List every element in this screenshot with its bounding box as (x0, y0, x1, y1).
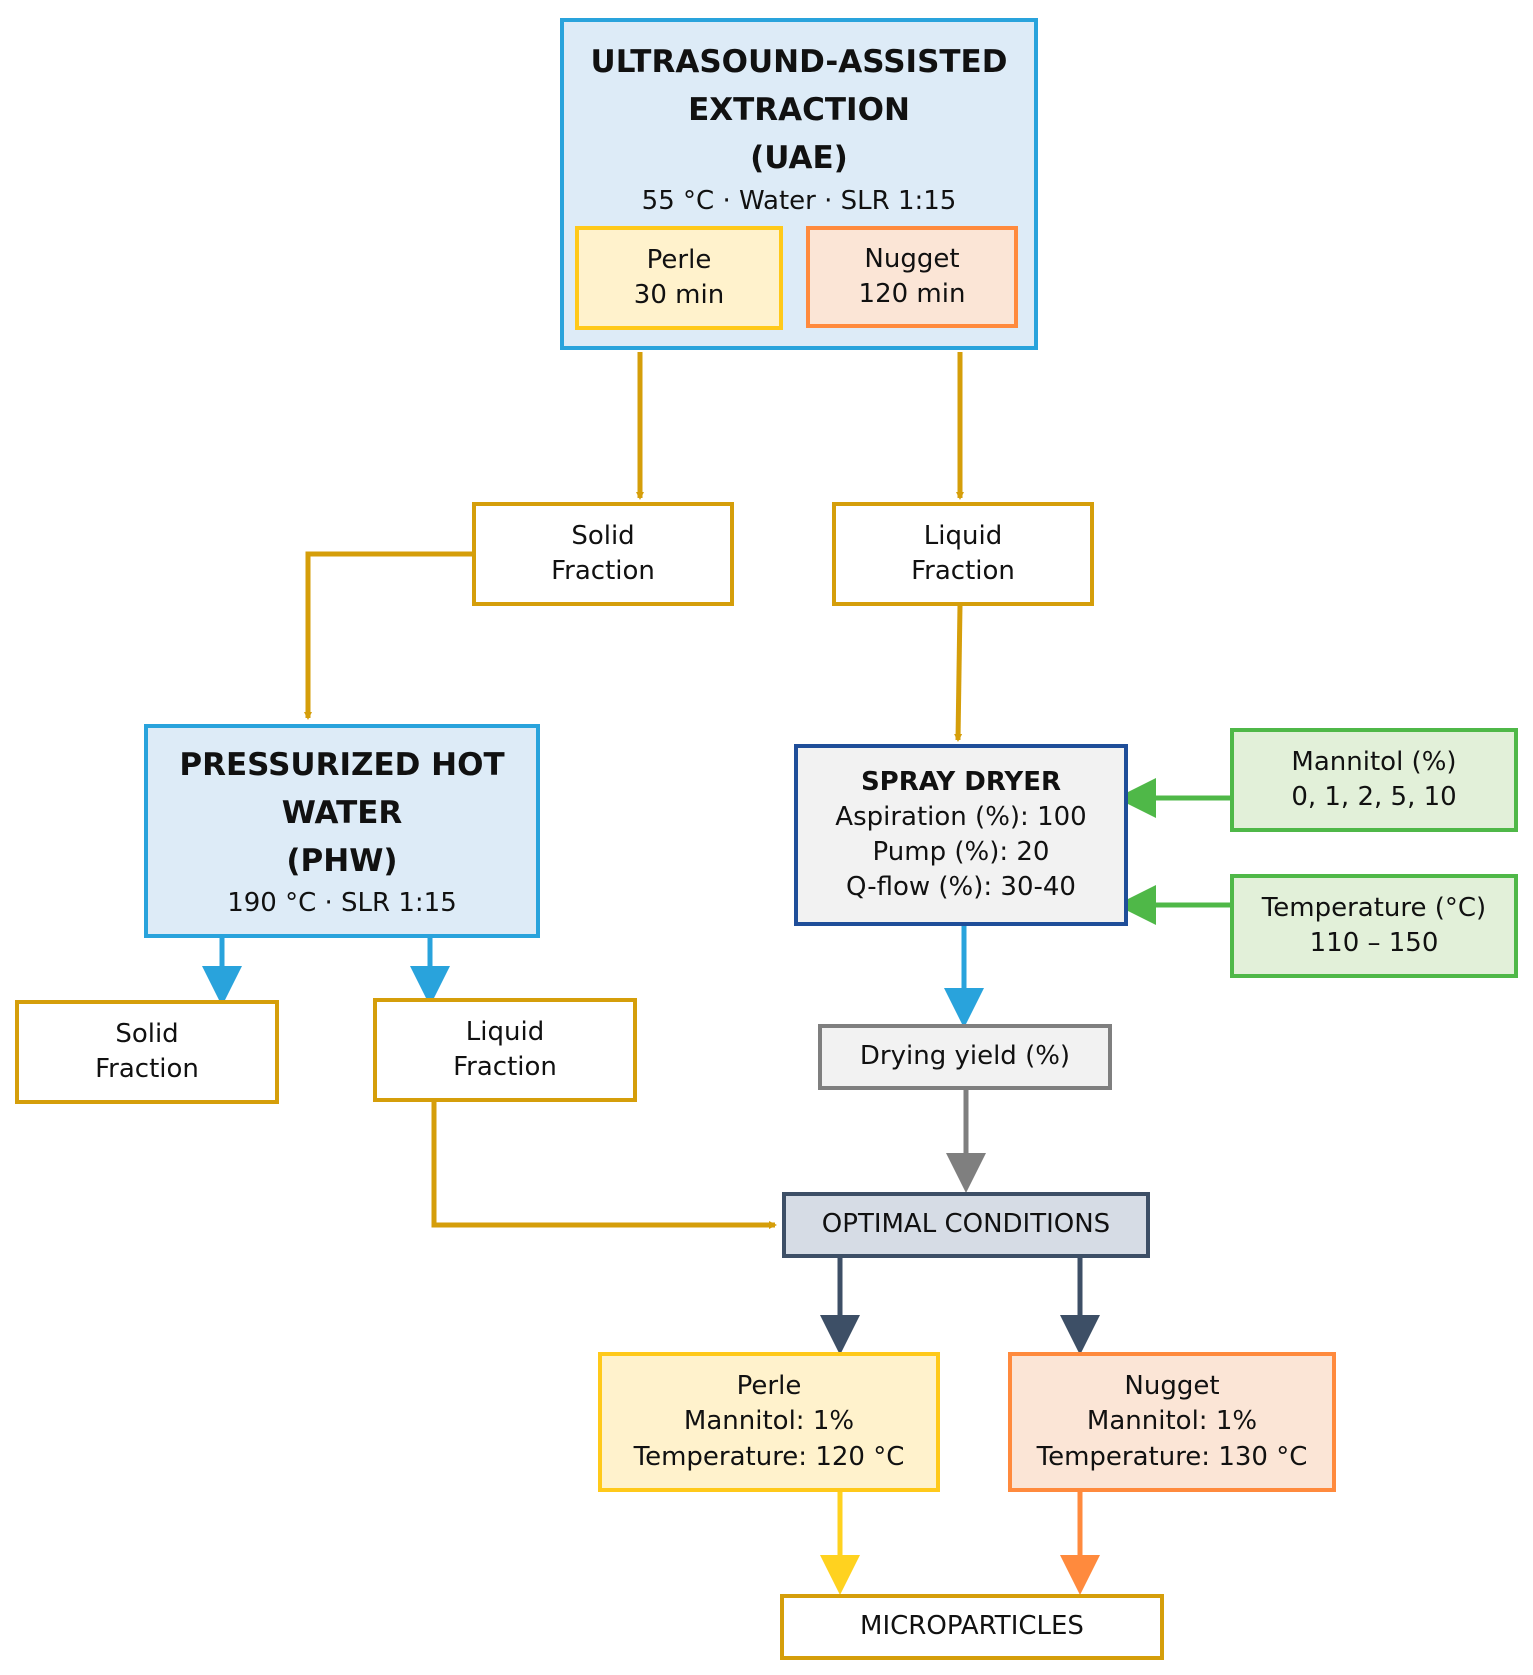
uae-perle-label: Perle (646, 244, 712, 275)
uae-nugget-box: Nugget 120 min (806, 226, 1018, 328)
mannitol-input-box: Mannitol (%) 0, 1, 2, 5, 10 (1230, 728, 1518, 832)
uae-liquid-fraction: Liquid Fraction (832, 502, 1094, 606)
phw-solid-fraction: Solid Fraction (15, 1000, 279, 1104)
spray-dryer-qflow: Q-flow (%): 30-40 (846, 872, 1076, 903)
uae-perle-box: Perle 30 min (575, 226, 783, 330)
uae-title-line-2: EXTRACTION (688, 92, 910, 129)
microparticles-box: MICROPARTICLES (780, 1594, 1164, 1660)
uae-title-line-1: ULTRASOUND-ASSISTED (590, 44, 1008, 80)
temperature-input-box: Temperature (°C) 110 – 150 (1230, 874, 1518, 978)
uae-nugget-time: 120 min (858, 279, 966, 309)
optimal-conditions-box: OPTIMAL CONDITIONS (782, 1192, 1150, 1258)
spray-dryer-title: SPRAY DRYER (860, 766, 1062, 797)
phw-title-line-1: PRESSURIZED HOT (179, 747, 505, 784)
nugget-result-box: Nugget Mannitol: 1% Temperature: 130 °C (1008, 1352, 1336, 1492)
spray-dryer-box: SPRAY DRYER Aspiration (%): 100 Pump (%)… (794, 744, 1128, 926)
uae-perle-time: 30 min (633, 280, 725, 310)
uae-nugget-label: Nugget (864, 243, 960, 274)
arrow-solid-to-phw (304, 551, 472, 720)
phw-box: PRESSURIZED HOT WATER (PHW) 190 °C · SLR… (144, 724, 540, 938)
arrow-phwliquid-to-optimal (431, 1100, 777, 1229)
uae-conditions: 55 °C · Water · SLR 1:15 (641, 186, 957, 217)
phw-conditions: 190 °C · SLR 1:15 (227, 887, 457, 918)
phw-liquid-fraction: Liquid Fraction (373, 998, 637, 1102)
uae-box: ULTRASOUND-ASSISTED EXTRACTION (UAE) 55 … (560, 18, 1038, 350)
perle-result-box: Perle Mannitol: 1% Temperature: 120 °C (598, 1352, 940, 1492)
uae-solid-fraction: Solid Fraction (472, 502, 734, 606)
drying-yield-box: Drying yield (%) (818, 1024, 1112, 1090)
phw-title-line-2: WATER (281, 795, 403, 832)
uae-title-line-3: (UAE) (750, 140, 848, 177)
spray-dryer-aspiration: Aspiration (%): 100 (835, 801, 1087, 832)
arrow-liquid-to-spraydryer (954, 604, 963, 742)
spray-dryer-pump: Pump (%): 20 (872, 837, 1050, 867)
phw-title-line-3: (PHW) (286, 843, 398, 880)
